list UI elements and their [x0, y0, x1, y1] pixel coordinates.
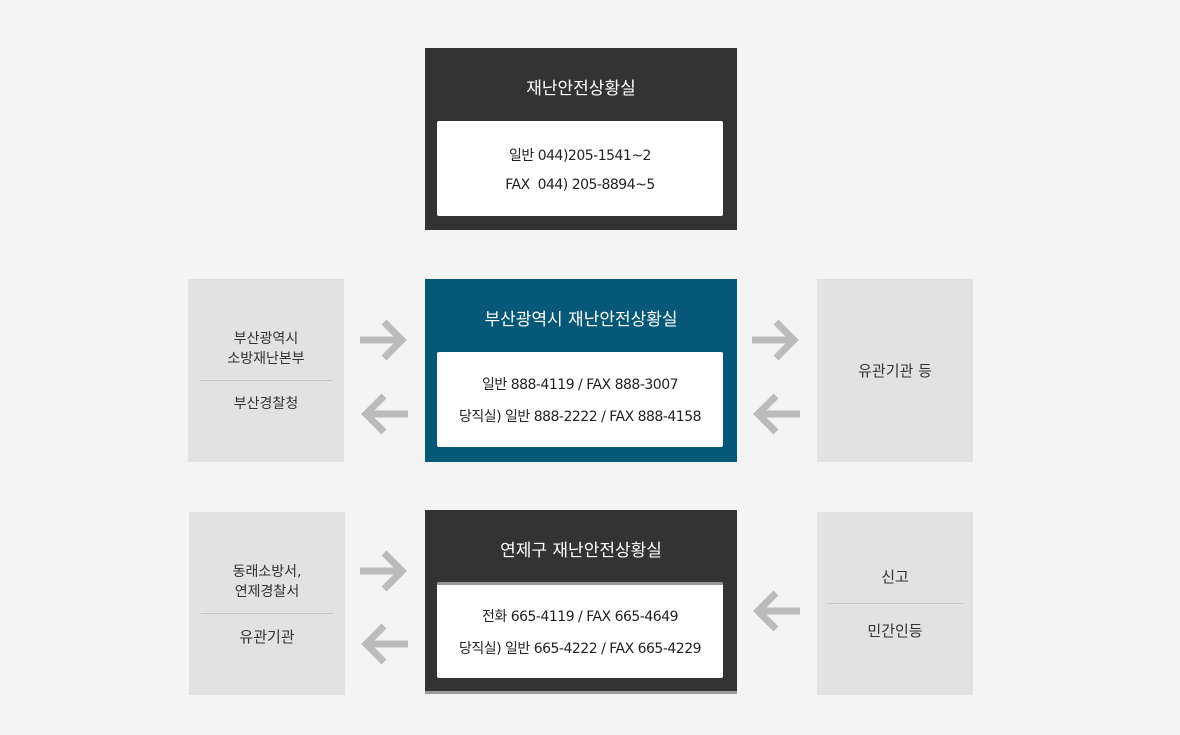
local-agencies: 유관기관	[239, 627, 295, 646]
contact-line: 일반 044)205-1541~2	[509, 147, 651, 164]
divider	[827, 603, 963, 604]
national-contact: 일반 044)205-1541~2 FAX 044) 205-8894~5	[437, 121, 723, 216]
arrow-right-icon	[360, 319, 407, 361]
busan-contact: 일반 888-4119 / FAX 888-3007 당직실) 일반 888-2…	[437, 352, 723, 447]
contact-line: FAX 044) 205-8894~5	[505, 176, 655, 193]
arrow-left-icon	[753, 590, 800, 632]
arrow-left-icon	[361, 623, 408, 665]
contact-line: 당직실) 일반 665-4222 / FAX 665-4229	[458, 640, 702, 657]
yeonje-right-box: 신고 민간인등	[817, 512, 973, 695]
national-title: 재난안전상황실	[526, 79, 636, 99]
contact-line: 전화 665-4119 / FAX 665-4649	[481, 608, 679, 625]
civilians: 민간인등	[867, 622, 923, 640]
arrow-right-icon	[752, 319, 799, 361]
arrow-left-icon	[753, 393, 800, 435]
contact-line: 당직실) 일반 888-2222 / FAX 888-4158	[458, 408, 702, 425]
yeonje-situation-room: 연제구 재난안전상황실 전화 665-4119 / FAX 665-4649 당…	[425, 510, 737, 694]
report: 신고	[881, 568, 909, 586]
related-agencies: 유관기관 등	[858, 362, 932, 380]
busan-police: 부산경찰청	[233, 396, 299, 412]
local-fire-police: 동래소방서,연제경찰서	[232, 563, 302, 600]
busan-situation-room: 부산광역시 재난안전상황실 일반 888-4119 / FAX 888-3007…	[425, 279, 737, 462]
yeonje-contact: 전화 665-4119 / FAX 665-4649 당직실) 일반 665-4…	[437, 582, 723, 678]
yeonje-left-box: 동래소방서,연제경찰서 유관기관	[189, 512, 345, 695]
busan-right-box: 유관기관 등	[817, 279, 973, 462]
national-situation-room: 재난안전상황실 일반 044)205-1541~2 FAX 044) 205-8…	[425, 48, 737, 230]
yeonje-title: 연제구 재난안전상황실	[500, 541, 662, 561]
divider	[201, 612, 333, 614]
contact-line: 일반 888-4119 / FAX 888-3007	[481, 376, 679, 393]
arrow-left-icon	[361, 393, 408, 435]
arrow-right-icon	[360, 550, 407, 592]
busan-title: 부산광역시 재난안전상황실	[484, 310, 678, 330]
divider	[200, 380, 332, 381]
